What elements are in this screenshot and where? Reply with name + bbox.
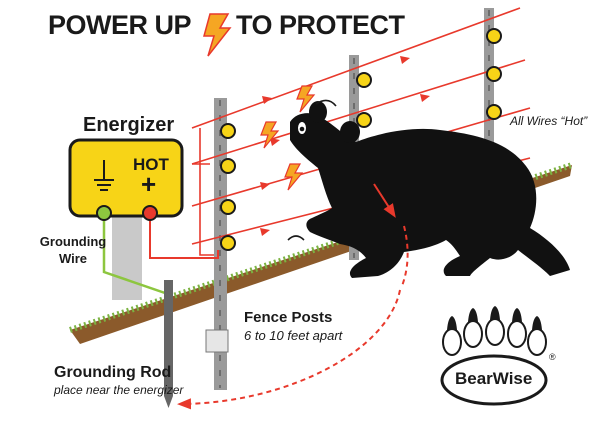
bearwise-logo <box>440 306 548 406</box>
all-wires-hot-label: All Wires “Hot” <box>510 114 588 128</box>
ground-terminal <box>96 205 112 221</box>
insulator <box>220 199 236 215</box>
insulator <box>486 104 502 120</box>
bear-pupil <box>299 126 305 132</box>
hot-label: HOT <box>133 155 169 174</box>
current-path-in-bear <box>373 183 396 218</box>
paw-toe <box>442 328 462 356</box>
current-return-path <box>177 289 401 410</box>
headline-part-1: POWER UP <box>48 10 192 40</box>
paw-toe <box>490 306 500 320</box>
fence-posts-label: Fence Posts <box>244 309 333 326</box>
paw-toe <box>468 308 478 322</box>
fence-wire <box>191 59 526 165</box>
bearwise-logo-text: BearWise <box>455 369 533 388</box>
headline-part-2: TO PROTECT <box>236 10 405 40</box>
insulator <box>220 235 236 251</box>
lightning-bolt-icon <box>284 163 304 191</box>
bear-silhouette <box>290 101 570 278</box>
lightning-bolt-icon <box>260 121 280 149</box>
paw-toe <box>485 318 505 346</box>
grounding-rod-label: Grounding Rod <box>54 364 172 381</box>
lightning-bolt-icon <box>203 13 232 57</box>
insulator <box>220 123 236 139</box>
energizer-stand <box>112 216 142 300</box>
grounding-wire-label-line-2: Wire <box>58 251 88 266</box>
insulator <box>486 28 502 44</box>
bear-shock-lines <box>287 99 337 241</box>
grounding-rod <box>164 280 173 408</box>
lightning-bolt-icon <box>296 85 316 113</box>
paw-toe <box>527 328 547 356</box>
fence-wire <box>191 7 521 129</box>
fence-posts-spacing: 6 to 10 feet apart <box>244 328 343 343</box>
bear-ear <box>309 101 327 123</box>
insulator <box>356 112 372 128</box>
insulator <box>220 158 236 174</box>
paw-toe <box>507 320 527 348</box>
paw-toe <box>532 316 542 330</box>
energizer-box <box>68 138 184 218</box>
bear-ear <box>340 121 360 143</box>
insulator <box>356 72 372 88</box>
bearwise-registered-mark: ® <box>549 352 556 362</box>
fence-wire-tie <box>199 128 214 256</box>
paw-toe <box>463 320 483 348</box>
current-path-to-ground <box>401 225 409 287</box>
paw-pad <box>440 354 548 406</box>
hot-lead-wire <box>149 214 219 259</box>
insulator <box>486 66 502 82</box>
paw-toe <box>447 316 457 330</box>
hot-terminal <box>142 205 158 221</box>
plus-symbol: + <box>141 169 157 199</box>
grounding-wire-label-line-1: Grounding <box>39 234 107 249</box>
energizer-title: Energizer <box>83 114 175 136</box>
paw-toe <box>512 308 522 322</box>
grounding-rod-note: place near the energizer <box>54 383 184 397</box>
